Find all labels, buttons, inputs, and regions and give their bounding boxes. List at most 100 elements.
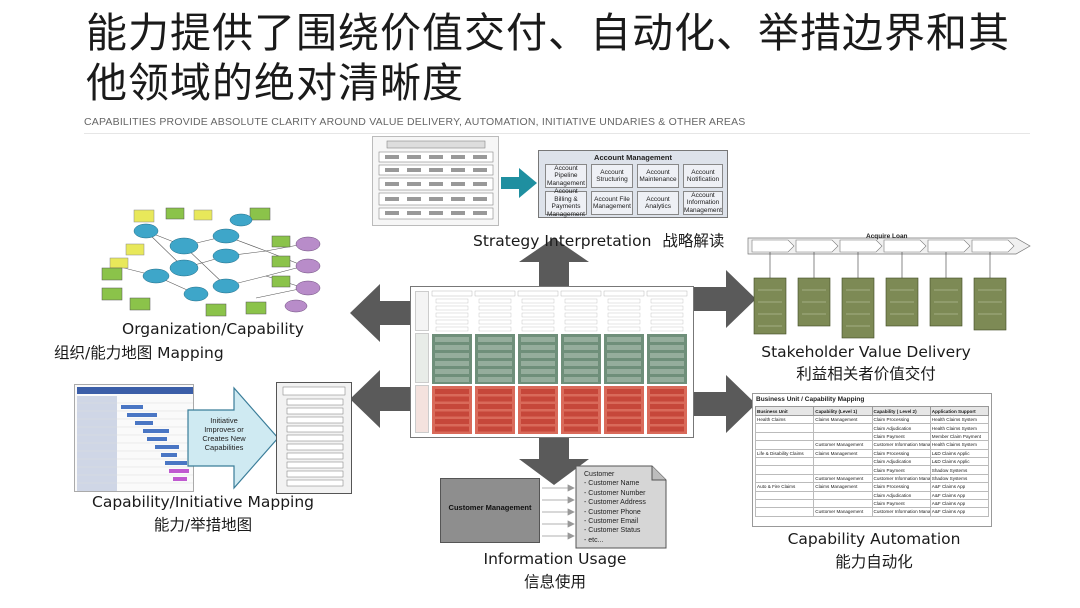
grid-cell-red	[521, 389, 555, 394]
arrow-left-bottom-icon	[350, 370, 414, 428]
arrow-down-icon	[519, 437, 589, 485]
table-cell	[754, 440, 815, 450]
table-cell	[754, 490, 815, 500]
grid-cell-red	[521, 411, 555, 417]
grid-cell-green	[650, 361, 684, 366]
grid-cell-green	[521, 353, 555, 358]
grid-cell-green	[478, 337, 512, 342]
info-label-zh: 信息使用	[523, 573, 586, 591]
table-cell	[754, 431, 815, 442]
table-cell: Life & Disability Claims	[754, 448, 815, 458]
grid-cell-white	[435, 305, 469, 311]
initiative-arrow-text: Initiative Improves or Creates New Capab…	[202, 416, 246, 452]
grid-cell-green	[435, 369, 469, 374]
table-cell	[813, 498, 873, 509]
grid-cell-white	[650, 319, 684, 325]
automation-label-zh: 能力自动化	[835, 553, 913, 571]
org-label-en: Organization/Capability	[122, 320, 304, 338]
grid-cell-red	[521, 426, 555, 432]
table-cell: L&D Claims Applic	[929, 448, 990, 458]
table-cell: Claim Adjudication	[871, 423, 931, 433]
account-card-5: Account Billing & Payments Management	[545, 188, 587, 218]
table-cell: Health Claims System	[929, 423, 990, 433]
grid-cell-white	[435, 312, 469, 318]
grid-cell-red	[650, 404, 684, 409]
initiative-label-zh: 能力/举措地图	[153, 516, 253, 534]
grid-cell-red	[607, 404, 641, 409]
table-cell: Claim Adjudication	[871, 490, 931, 500]
grid-cell-red	[478, 419, 512, 424]
grid-cell-green	[521, 337, 555, 342]
grid-cell-red	[607, 411, 641, 417]
grid-cell-white	[478, 312, 512, 318]
grid-cell-green	[564, 353, 598, 358]
account-management-panel: Account Management Account Pipeline Mana…	[538, 150, 728, 218]
automation-label-en: Capability Automation	[787, 530, 961, 548]
table-cell	[813, 456, 873, 467]
grid-cell-white	[521, 326, 555, 332]
table-cell: Claims Management	[813, 482, 873, 492]
grid-cell-white	[478, 326, 512, 332]
grid-cell-red	[564, 404, 598, 409]
grid-cell-red	[650, 411, 684, 417]
table-cell: A&F Claims App	[929, 490, 990, 500]
grid-cell-green	[650, 369, 684, 374]
grid-cell-green	[607, 377, 641, 382]
grid-cell-white	[521, 312, 555, 318]
table-cell: Customer Information Management	[871, 507, 931, 517]
grid-cell-white	[650, 312, 684, 318]
grid-cell-green	[607, 369, 641, 374]
table-cell: A&F Claims App	[929, 482, 990, 492]
grid-cell-red	[435, 411, 469, 417]
table-cell: Customer Management	[813, 507, 873, 517]
customer-field: Customer	[584, 471, 615, 478]
table-cell: Shadow Systems	[929, 465, 990, 475]
grid-cell-red	[478, 411, 512, 417]
table-cell: Claim Payment	[871, 498, 931, 509]
grid-block-green	[604, 334, 644, 384]
table-cell	[813, 423, 873, 433]
table-cell: Customer Information Management	[871, 473, 931, 484]
account-card-1: Account Pipeline Management	[545, 164, 587, 188]
gantt-chart-thumbnail	[74, 384, 194, 492]
grid-cell-green	[650, 337, 684, 342]
grid-cell-white	[564, 312, 598, 318]
grid-cell-white	[564, 305, 598, 311]
table-header-cell: Application Support	[929, 406, 990, 416]
table-cell: Claim Processing	[871, 448, 931, 458]
grid-cell-green	[564, 377, 598, 382]
grid-cell-red	[650, 389, 684, 394]
grid-cell-red	[478, 389, 512, 394]
table-header-cell: Capability (Level 1)	[813, 406, 873, 416]
customer-field: - Customer Number	[584, 489, 646, 497]
table-cell: Claims Management	[813, 414, 873, 425]
table-cell: Customer Management	[813, 473, 873, 484]
table-cell: A&F Claims App	[929, 498, 990, 509]
grid-cell-red	[650, 426, 684, 432]
value-stream-title: Acquire Loan	[866, 233, 908, 240]
customer-field: - Customer Email	[584, 518, 639, 526]
account-card-7: Account Analytics	[637, 191, 679, 215]
grid-cell-red	[564, 389, 598, 394]
grid-cell-green	[435, 337, 469, 342]
table-cell	[754, 456, 815, 467]
grid-cell-green	[607, 361, 641, 366]
grid-cell-red	[478, 404, 512, 409]
account-card-8: Account Information Management	[683, 191, 723, 215]
account-card-6: Account File Management	[591, 191, 633, 215]
grid-cell-green	[564, 361, 598, 366]
info-connector-arrows	[542, 484, 575, 540]
grid-cell-white	[478, 319, 512, 325]
arrow-right-top-icon	[692, 270, 756, 328]
initiative-label-en: Capability/Initiative Mapping	[92, 493, 315, 511]
grid-cell-green	[650, 353, 684, 358]
grid-cells-drawing	[431, 290, 688, 434]
org-label-zh: 组织/能力地图 Mapping	[54, 344, 224, 362]
table-cell: Member Claim Payment	[929, 431, 990, 442]
account-management-title: Account Management	[594, 153, 672, 162]
table-cell: Customer Information Management	[871, 440, 931, 450]
title-divider	[84, 133, 1030, 134]
